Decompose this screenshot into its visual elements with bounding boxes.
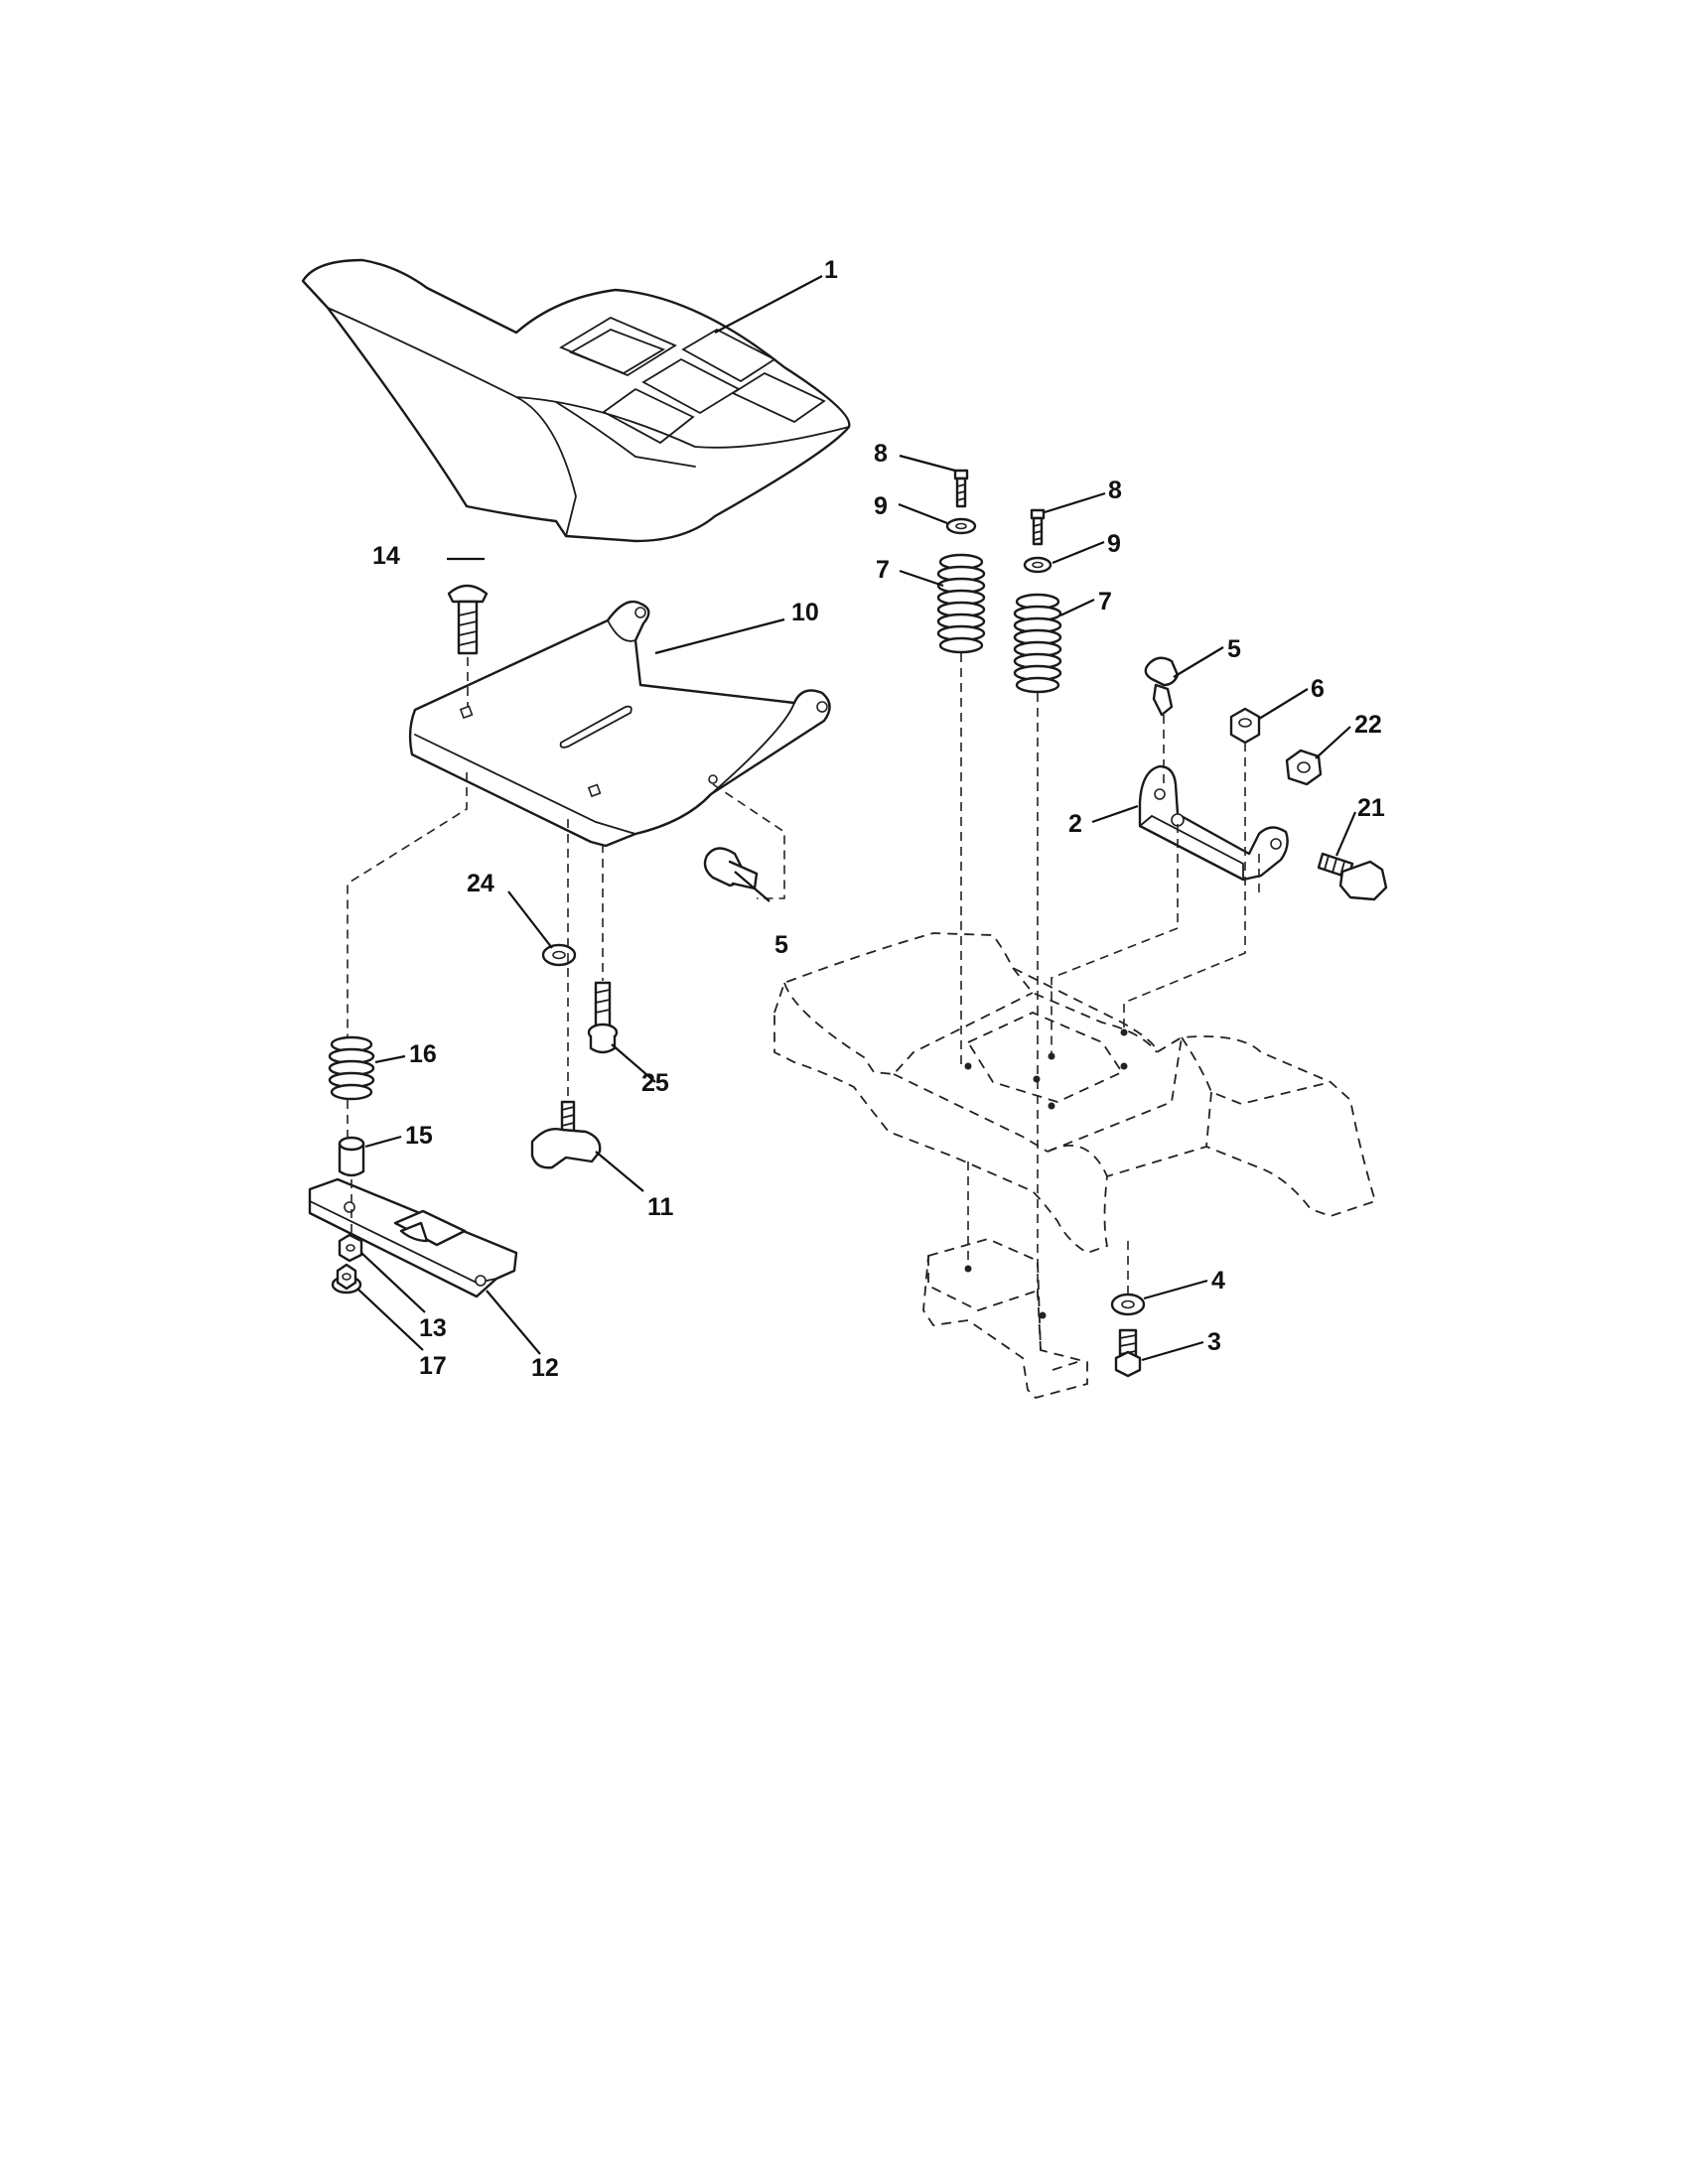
callout-16: 16	[409, 1040, 437, 1068]
washer-part-24	[541, 943, 577, 967]
nut-part-22	[1285, 749, 1323, 786]
bracket-part-2	[1138, 764, 1289, 882]
callout-5-left: 5	[774, 931, 788, 959]
fender-chassis-outline	[773, 932, 1377, 1254]
callout-leader-lines	[356, 275, 1357, 1362]
callout-5-right: 5	[1227, 635, 1241, 663]
bolt-part-8-right	[1030, 508, 1046, 546]
callout-labels: 1 14 10 5 24 25 16 15 11 12 13 17 8 9 7 …	[372, 256, 1385, 1382]
callout-22: 22	[1354, 711, 1382, 739]
carriage-bolt-part-14	[447, 584, 489, 655]
spring-part-7-left	[936, 553, 986, 654]
spring-part-16	[328, 1035, 375, 1101]
seat-pan-part-10	[408, 600, 831, 848]
spring-part-7-right	[1013, 593, 1062, 694]
callout-10: 10	[791, 599, 819, 626]
seat-cushion-panels	[559, 316, 826, 445]
spacer-part-15	[338, 1136, 365, 1177]
seat-part-1	[301, 258, 851, 543]
clip-part-5-right	[1144, 656, 1180, 717]
callout-4: 4	[1211, 1267, 1225, 1295]
callout-14: 14	[372, 542, 400, 570]
washer-part-4	[1110, 1293, 1146, 1316]
knob-part-11	[530, 1100, 602, 1169]
callout-24: 24	[467, 870, 494, 897]
nut-part-6	[1229, 707, 1261, 745]
callout-3: 3	[1207, 1328, 1221, 1356]
callout-6: 6	[1311, 675, 1325, 703]
flange-nut-part-17	[331, 1263, 362, 1295]
assembly-dashed-lines	[347, 653, 1260, 1300]
washer-part-9-left	[945, 517, 977, 535]
callout-2: 2	[1068, 810, 1082, 838]
clip-part-5-left	[703, 847, 759, 890]
callout-1: 1	[824, 256, 838, 284]
callout-12: 12	[531, 1354, 559, 1382]
callout-17: 17	[419, 1352, 447, 1380]
callout-7-left: 7	[876, 556, 890, 584]
shoulder-bolt-part-21	[1317, 852, 1388, 901]
callout-8-left: 8	[874, 440, 888, 468]
hex-bolt-part-3	[1114, 1328, 1142, 1378]
washer-part-9-right	[1023, 556, 1052, 574]
callout-7-right: 7	[1098, 588, 1112, 615]
frame-bracket-outline	[922, 1238, 1088, 1400]
callout-11: 11	[647, 1193, 674, 1221]
shoulder-bolt-part-25	[587, 981, 619, 1054]
callout-9-left: 9	[874, 492, 888, 520]
callout-13: 13	[419, 1314, 447, 1342]
callout-9-right: 9	[1107, 530, 1121, 558]
bolt-part-8-left	[953, 469, 969, 508]
slide-bracket-part-12	[308, 1177, 518, 1298]
callout-8-right: 8	[1108, 477, 1122, 504]
callout-15: 15	[405, 1122, 433, 1150]
callout-21: 21	[1357, 794, 1385, 822]
nut-part-13	[338, 1233, 363, 1263]
callout-25: 25	[641, 1069, 669, 1097]
